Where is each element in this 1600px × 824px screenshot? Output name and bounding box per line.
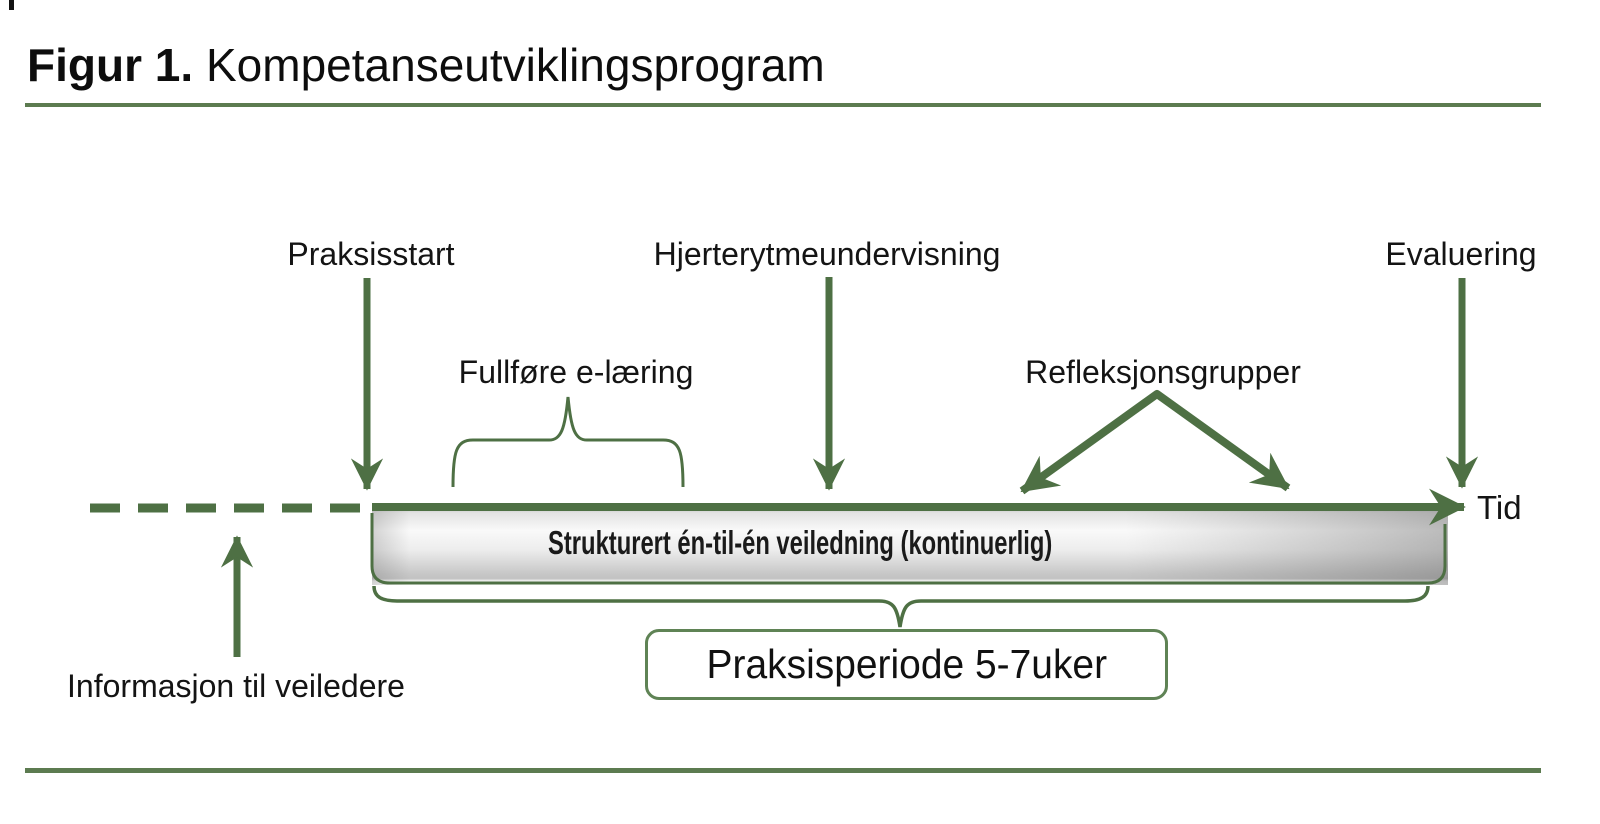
figure-number: Figur 1. bbox=[27, 39, 194, 91]
figure-title: Figur 1.Kompetanseutviklingsprogram bbox=[27, 38, 825, 92]
praksisperiode-box: Praksisperiode 5-7uker bbox=[645, 629, 1168, 700]
figure-title-text: Kompetanseutviklingsprogram bbox=[206, 39, 825, 91]
activity-label-refleksjonsgrupper: Refleksjonsgrupper bbox=[1025, 354, 1301, 390]
milestone-label-hjerterytmeundervisning: Hjerterytmeundervisning bbox=[653, 236, 1001, 272]
refleksjon-v-arrows bbox=[1019, 390, 1291, 495]
milestone-label-praksisstart: Praksisstart bbox=[287, 236, 455, 272]
activity-label-elearning: Fullføre e-læring bbox=[458, 354, 694, 390]
praksisperiode-box-label: Praksisperiode 5-7uker bbox=[706, 641, 1107, 687]
praksisperiode-brace bbox=[372, 585, 1430, 628]
top-rule bbox=[25, 103, 1541, 107]
elearning-brace bbox=[451, 396, 685, 488]
time-axis-label: Tid bbox=[1477, 489, 1522, 526]
milestone-label-evaluering: Evaluering bbox=[1385, 236, 1537, 272]
bottom-rule bbox=[25, 768, 1541, 773]
informasjon-label: Informasjon til veiledere bbox=[67, 668, 405, 704]
mentoring-bar bbox=[370, 505, 1448, 585]
stray-mark bbox=[9, 0, 14, 10]
